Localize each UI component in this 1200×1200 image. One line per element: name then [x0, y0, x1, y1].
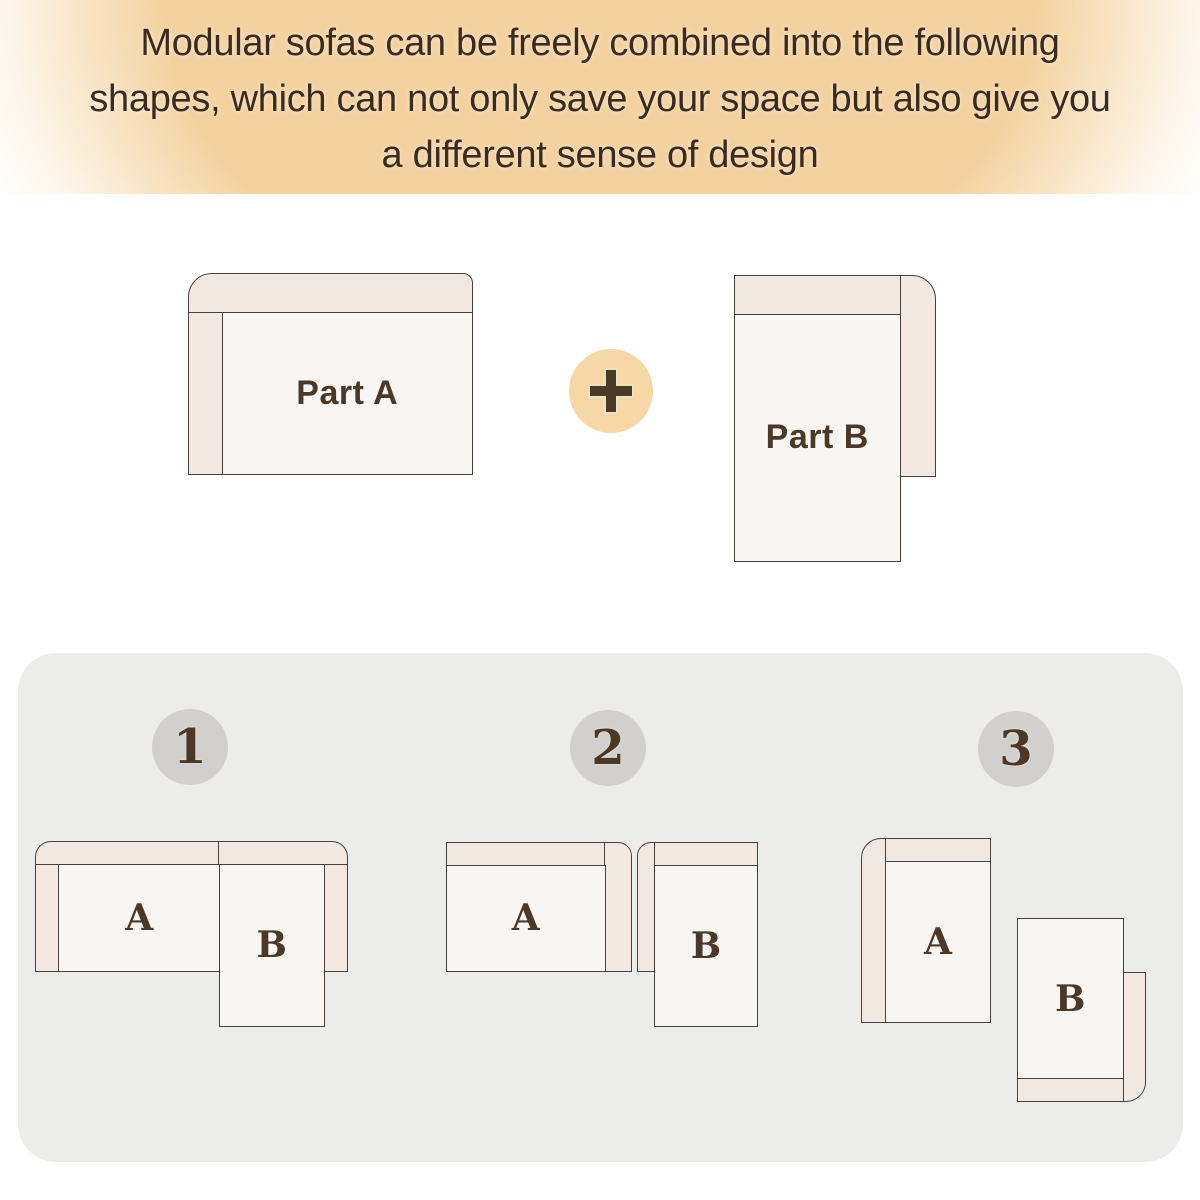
combo-2-a-armrest [604, 842, 632, 972]
title-line-3: a different sense of design [381, 134, 819, 176]
combo-3-number-badge: 3 [978, 711, 1054, 787]
combo-3-b-armrest [1122, 972, 1146, 1102]
part-b-armrest [899, 275, 936, 477]
combo-1-backrest-divider [217, 841, 219, 865]
combo-3-a-seat [885, 860, 991, 1023]
part-a-label: Part A [296, 373, 399, 412]
combo-1-b-seat [219, 863, 325, 1027]
plus-icon [588, 368, 634, 414]
combo-2-number-badge: 2 [570, 710, 646, 786]
combo-1-backrest [35, 841, 348, 865]
combo-2-a-backrest [446, 842, 607, 866]
header-banner: Modular sofas can be freely combined int… [0, 0, 1200, 194]
combo-3-a-backrest [885, 838, 991, 862]
combo-2-b-backrest [654, 842, 758, 866]
part-a-seat [221, 311, 473, 475]
part-b-seat [734, 313, 901, 562]
part-a-backrest [188, 273, 473, 313]
combo-1-b-armrest [323, 863, 348, 972]
combo-1-a-armrest [35, 863, 60, 972]
combo-1-a-seat [58, 863, 221, 972]
combo-3-a-armrest [861, 838, 887, 1023]
part-b-backrest [734, 275, 901, 315]
plus-badge [569, 349, 653, 433]
combo-2-a-label: A [511, 897, 540, 940]
part-a-armrest [188, 311, 223, 475]
combo-3-b-seat [1017, 918, 1124, 1079]
combo-2-b-label: B [690, 924, 722, 967]
combo-3-a-label: A [924, 920, 952, 963]
combo-1-number-badge: 1 [152, 709, 228, 785]
title-line-2: shapes, which can not only save your spa… [89, 78, 1111, 120]
combo-1-b-label: B [256, 924, 287, 966]
combo-3-b-label: B [1055, 977, 1086, 1020]
combo-2-b-seat [654, 864, 758, 1027]
part-b-label: Part B [765, 418, 869, 457]
combo-1-a-label: A [125, 896, 154, 939]
title-line-1: Modular sofas can be freely combined int… [140, 22, 1060, 64]
combo-2-b-armrest [637, 842, 656, 972]
combo-3-b-backrest [1017, 1077, 1124, 1102]
combo-2-a-seat [446, 864, 606, 972]
